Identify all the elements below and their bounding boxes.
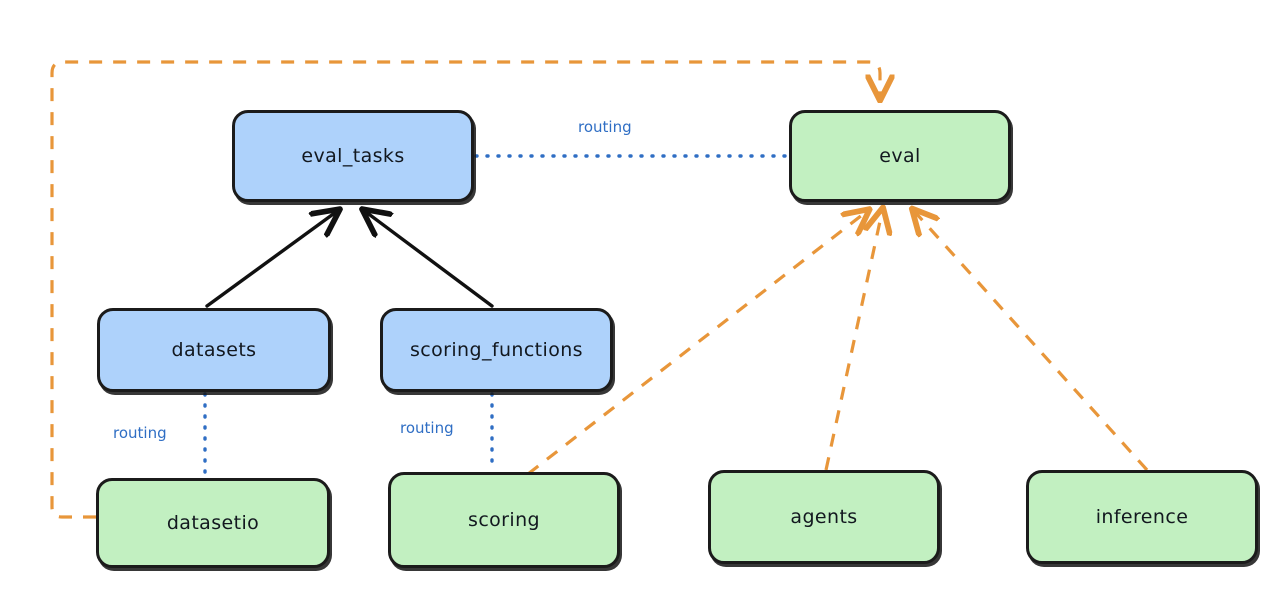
node-label-agents: agents xyxy=(790,506,858,528)
node-label-datasetio: datasetio xyxy=(166,512,260,534)
edge-scoring_functions-to-eval_tasks xyxy=(366,212,494,308)
node-datasetio[interactable]: datasetio xyxy=(96,478,330,568)
node-label-eval: eval xyxy=(879,145,921,167)
node-label-scoring-functions: scoring_functions xyxy=(410,339,583,361)
node-datasets[interactable]: datasets xyxy=(97,308,331,392)
edge-label-routing-scoring-functions-scoring: routing xyxy=(400,419,454,437)
edge-agents-to-eval xyxy=(824,212,882,471)
node-label-eval-tasks: eval_tasks xyxy=(301,145,405,167)
edge-label-routing-datasets-datasetio: routing xyxy=(113,424,167,442)
edge-inference-to-eval xyxy=(915,212,1149,472)
node-eval[interactable]: eval xyxy=(789,110,1011,202)
edge-datasets-to-eval_tasks xyxy=(205,212,336,308)
node-scoring[interactable]: scoring xyxy=(388,472,620,568)
node-agents[interactable]: agents xyxy=(708,470,940,564)
node-scoring-functions[interactable]: scoring_functions xyxy=(380,308,613,392)
node-label-datasets: datasets xyxy=(171,339,257,361)
edge-label-routing-eval-tasks-eval: routing xyxy=(578,118,632,136)
edge-datasetio-to-eval xyxy=(50,60,880,519)
node-inference[interactable]: inference xyxy=(1026,470,1258,564)
node-label-scoring: scoring xyxy=(468,509,540,531)
node-label-inference: inference xyxy=(1095,506,1189,528)
node-eval-tasks[interactable]: eval_tasks xyxy=(232,110,474,202)
